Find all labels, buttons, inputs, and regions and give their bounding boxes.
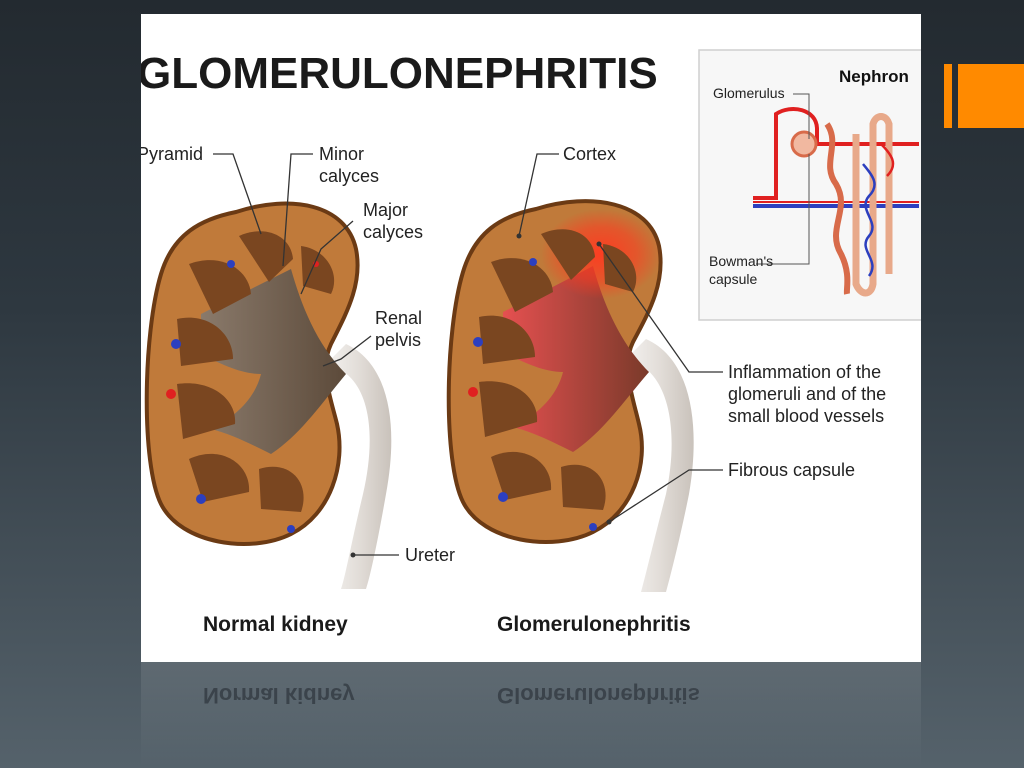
diseased-renal-pelvis [503, 266, 649, 452]
vessel-dot [196, 494, 206, 504]
vessel-dot [473, 337, 483, 347]
panel-reflection: Normal kidney Glomerulonephritis [141, 662, 921, 768]
nephron-inset [698, 49, 921, 321]
vessel-dot [468, 387, 478, 397]
inset-label-glomerulus: Glomerulus [713, 85, 785, 101]
caption-glomerulonephritis: Glomerulonephritis [497, 613, 691, 636]
diseased-pyramid [491, 258, 553, 312]
normal-label-lines [213, 153, 399, 556]
diseased-pyramid [561, 464, 606, 510]
vessel-dot [498, 492, 508, 502]
label-pyramid: Pyramid [141, 144, 203, 164]
diagram-panel: GLOMERULONEPHRITIS [141, 14, 921, 662]
reflection-glomerulonephritis: Glomerulonephritis [497, 683, 700, 708]
vessel-dot [227, 260, 235, 268]
normal-pyramid [301, 246, 335, 294]
label-fibrous-capsule: Fibrous capsule [728, 460, 855, 480]
diseased-label-lines [518, 153, 723, 523]
label-renal-pelvis-line1: Renal [375, 308, 422, 328]
diseased-kidney [446, 199, 694, 592]
artery-path [753, 107, 919, 200]
inset-label-bowmans-line1: Bowman's [709, 253, 773, 269]
normal-pyramid [189, 260, 251, 314]
vessel-dot [529, 258, 537, 266]
slide-title: GLOMERULONEPHRITIS [141, 49, 658, 98]
normal-renal-pelvis [201, 269, 346, 454]
diseased-pyramid [603, 244, 637, 292]
label-renal-pelvis-line2: pelvis [375, 330, 421, 350]
ureter-pointer-dot [350, 552, 356, 558]
vessel-dot [166, 389, 176, 399]
glomerulus [790, 130, 818, 158]
reflection-normal-kidney: Normal kidney [203, 683, 355, 708]
normal-pyramid [177, 317, 233, 366]
inset-title: Nephron [839, 67, 909, 86]
diseased-pyramid [491, 451, 552, 500]
vessel-dot [287, 525, 295, 533]
diseased-ureter [626, 339, 694, 592]
inset-label-bowmans-line2: capsule [709, 271, 757, 287]
label-cortex: Cortex [563, 144, 616, 164]
inflammation-pointer-dot [596, 241, 602, 247]
label-major-calyces-line2: calyces [363, 222, 423, 242]
diseased-pyramid [479, 381, 538, 437]
label-major-calyces-line1: Major [363, 200, 408, 220]
kidney-diagram: GLOMERULONEPHRITIS [141, 49, 921, 636]
diseased-pyramid [541, 229, 595, 280]
capsule-pointer-dot [606, 519, 612, 525]
label-ureter: Ureter [405, 545, 455, 565]
accent-bar [944, 64, 952, 128]
label-minor-calyces-line1: Minor [319, 144, 364, 164]
caption-normal-kidney: Normal kidney [203, 613, 348, 636]
tubule [824, 122, 851, 295]
vessel-dot [589, 523, 597, 531]
capillary-red [880, 143, 895, 177]
label-inflammation-line3: small blood vessels [728, 406, 884, 426]
normal-pyramid [239, 231, 293, 282]
vessel-dot [171, 339, 181, 349]
normal-ureter [326, 344, 392, 589]
label-inflammation-line2: glomeruli and of the [728, 384, 886, 404]
normal-pyramid [189, 453, 250, 502]
normal-pyramid [259, 466, 304, 512]
label-inflammation-line1: Inflammation of the [728, 362, 881, 382]
label-minor-calyces-line2: calyces [319, 166, 379, 186]
normal-kidney [144, 201, 392, 589]
accent-block [958, 64, 1024, 128]
capillary-blue [862, 163, 876, 277]
diseased-pyramid [479, 315, 535, 364]
loop-of-henle [852, 113, 893, 297]
normal-pyramid [177, 383, 236, 439]
cortex-pointer-dot [516, 233, 522, 239]
